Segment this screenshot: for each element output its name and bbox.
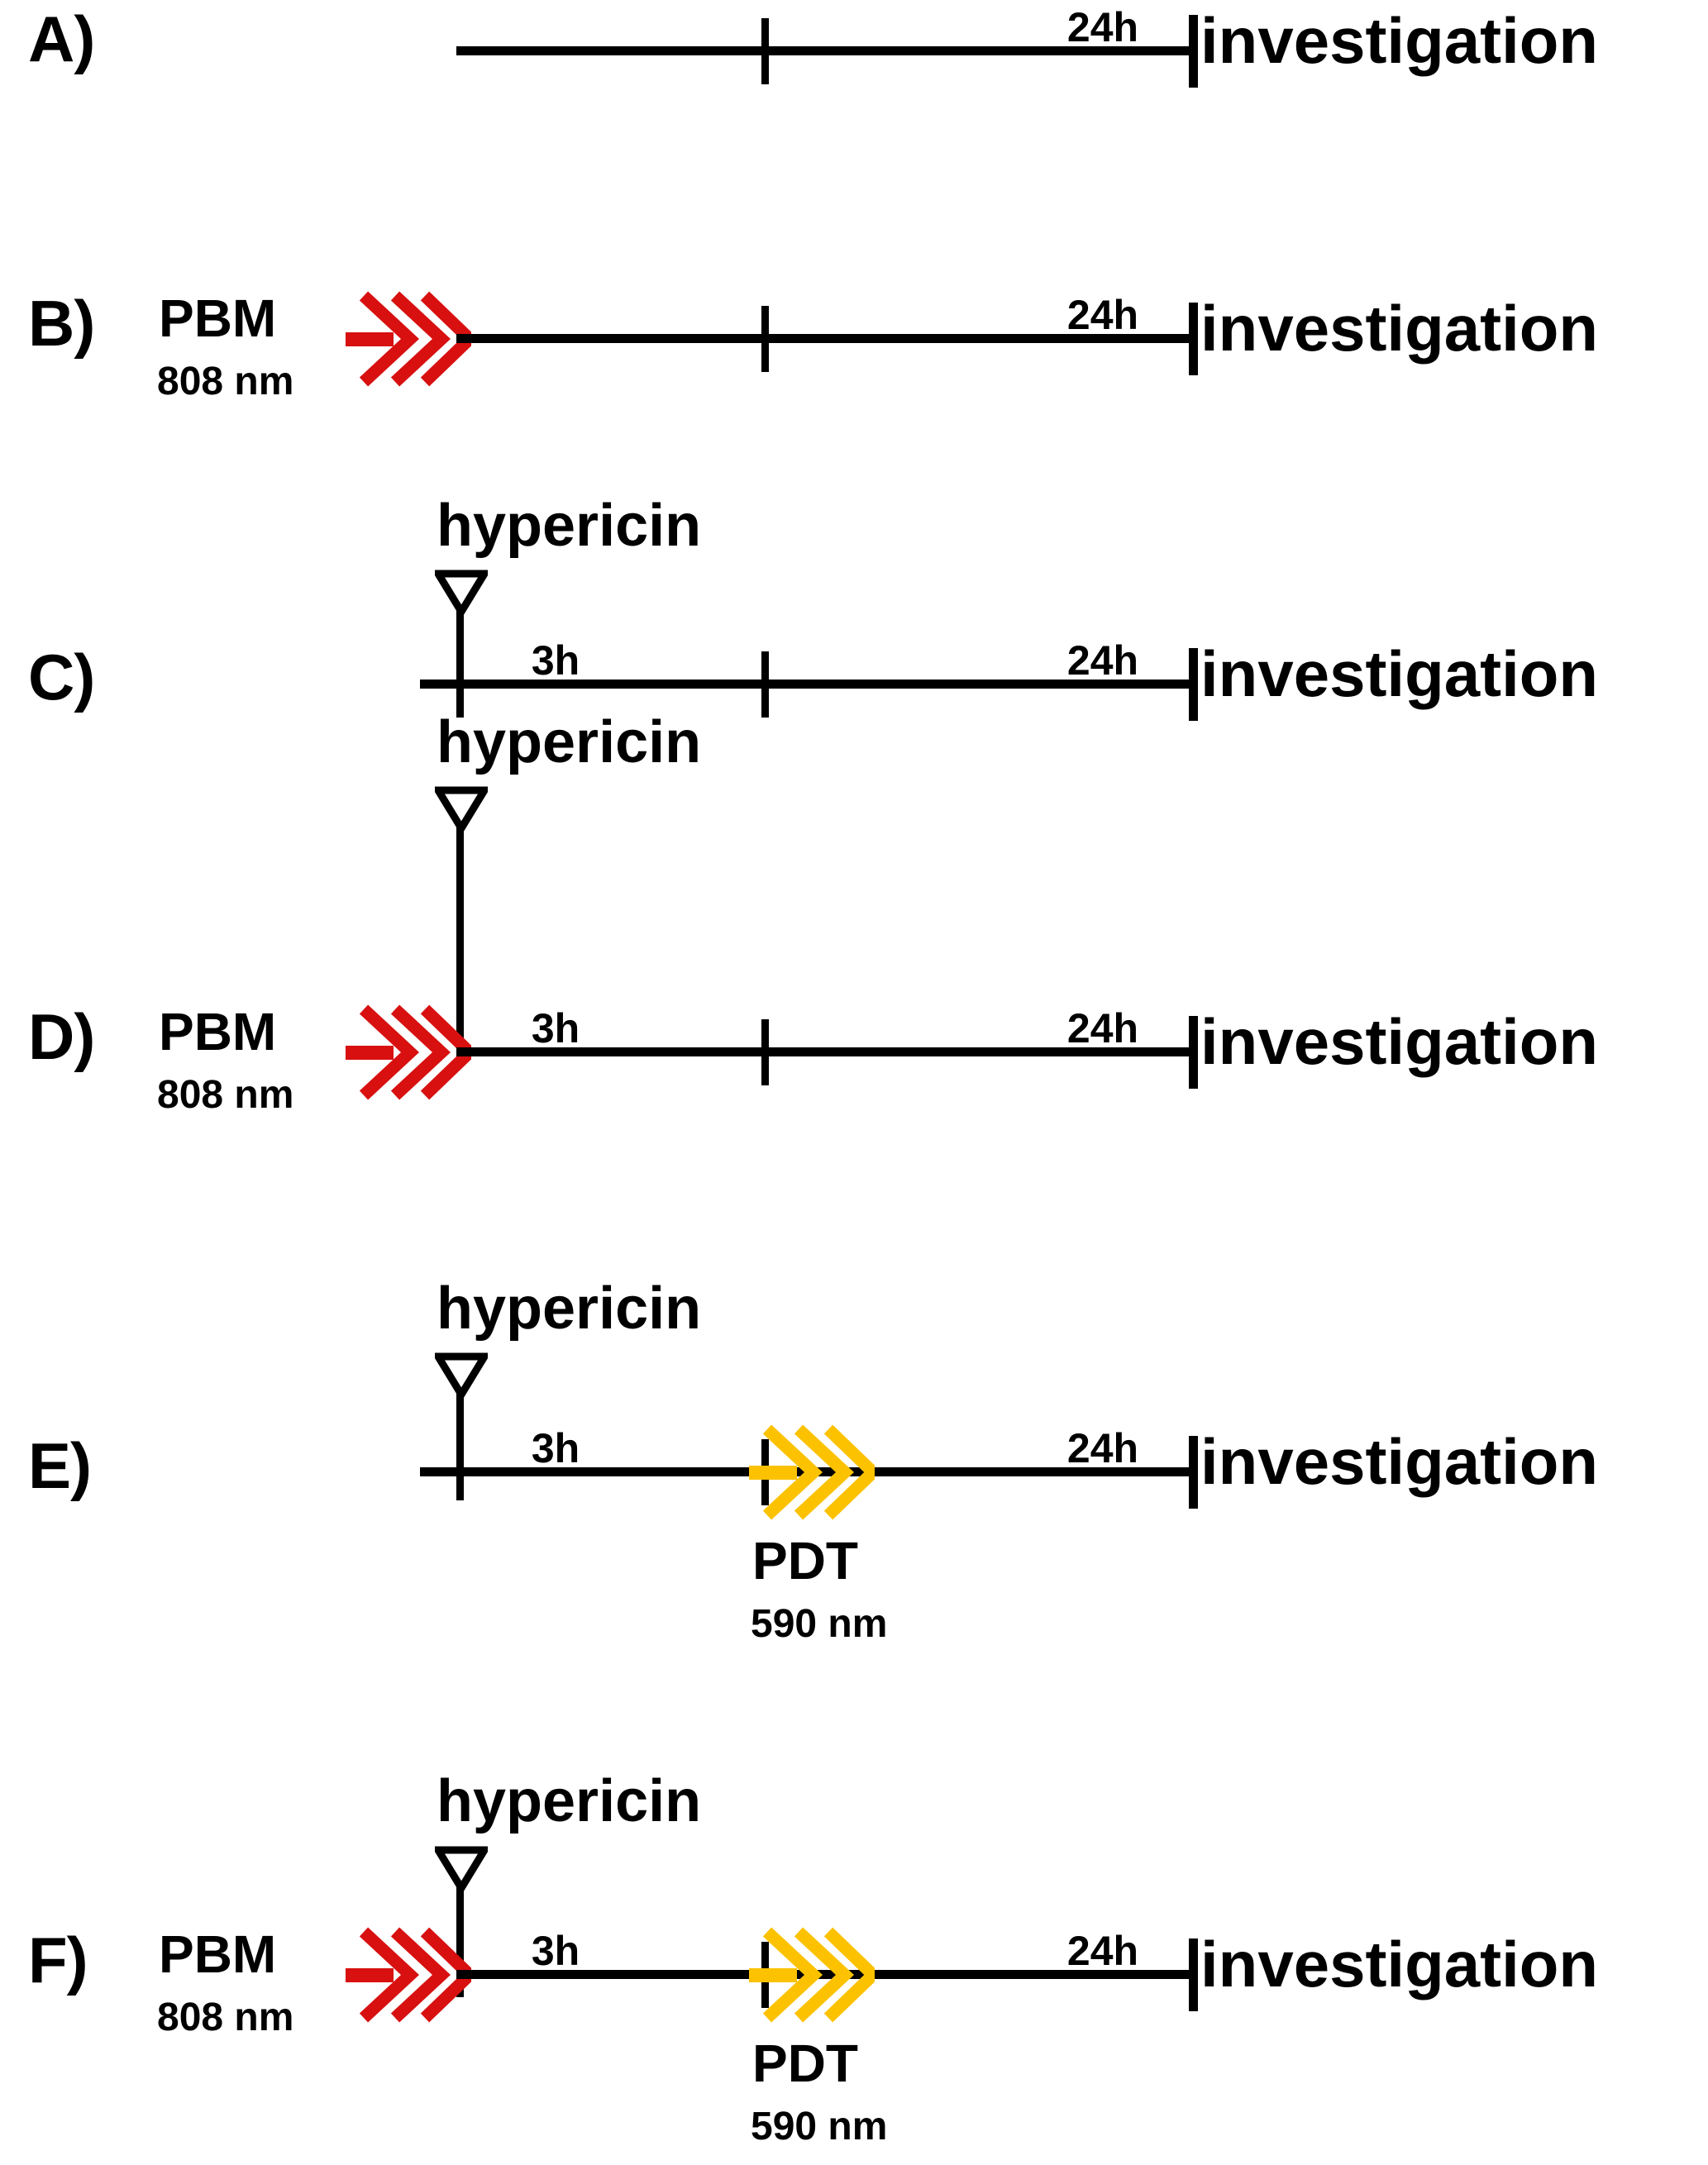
timeline-axis-c [420, 680, 1192, 689]
duration-label-24h-f: 24h [1066, 1928, 1139, 1974]
duration-label-3h-d: 3h [531, 1005, 580, 1052]
pbm-wavelength-f: 808 nm [157, 1996, 294, 2039]
pbm-title-d: PBM [159, 1002, 277, 1061]
timeline-axis-b [456, 334, 1192, 343]
timeline-axis-d [456, 1047, 1192, 1056]
pbm-title-f: PBM [159, 1924, 277, 1984]
panel-letter-c: C) [28, 641, 95, 713]
timeline-tick-mid-b [761, 306, 769, 372]
hypericin-stem-d [456, 822, 464, 1038]
investigation-label-f: investigation [1200, 1928, 1599, 2000]
pbm-laser-arrow-f [346, 1927, 471, 2023]
panel-letter-b: B) [28, 287, 95, 360]
investigation-label-c: investigation [1200, 637, 1599, 710]
duration-label-24h-e: 24h [1066, 1425, 1139, 1471]
duration-label-3h-f: 3h [531, 1928, 580, 1974]
timeline-axis-a [456, 46, 1192, 55]
hypericin-triangle-icon-f [431, 1845, 492, 1897]
pbm-laser-arrow-d [346, 1004, 471, 1100]
timeline-tick-end-a [1189, 15, 1198, 88]
timeline-tick-end-b [1189, 303, 1198, 375]
timeline-tick-mid-a [761, 18, 769, 84]
duration-label-24h-c: 24h [1066, 637, 1139, 684]
investigation-label-d: investigation [1200, 1005, 1599, 1078]
hypericin-triangle-icon-c [431, 569, 492, 621]
pdt-laser-arrow-e [749, 1424, 875, 1520]
timeline-tick-end-c [1189, 648, 1198, 721]
pdt-title-f: PDT [752, 2034, 858, 2093]
timeline-tick-end-d [1189, 1016, 1198, 1089]
timeline-axis-f [456, 1970, 1192, 1979]
investigation-label-a: investigation [1200, 4, 1599, 77]
pdt-title-e: PDT [752, 1531, 858, 1590]
investigation-label-b: investigation [1200, 292, 1599, 365]
timeline-tick-mid-c [761, 651, 769, 718]
pbm-title-b: PBM [159, 289, 277, 348]
panel-letter-a: A) [28, 2, 95, 75]
timeline-tick-mid-d [761, 1019, 769, 1085]
hypericin-stem-c [456, 605, 464, 718]
pbm-laser-arrow-b [346, 291, 471, 387]
panel-a: A) 24h investigation [0, 0, 1708, 141]
hypericin-label-e: hypericin [437, 1276, 702, 1342]
hypericin-triangle-icon-e [431, 1352, 492, 1404]
hypericin-label-c: hypericin [437, 493, 702, 559]
investigation-label-e: investigation [1200, 1425, 1599, 1498]
panel-b: B) PBM 808 nm 24h investigation [0, 141, 1708, 402]
panel-letter-d: D) [28, 1000, 95, 1073]
pdt-wavelength-e: 590 nm [751, 1602, 888, 1646]
hypericin-label-d: hypericin [437, 709, 702, 775]
timeline-tick-end-f [1189, 1938, 1198, 2011]
duration-label-24h-b: 24h [1066, 292, 1139, 338]
duration-label-24h-d: 24h [1066, 1005, 1139, 1052]
hypericin-triangle-icon-d [431, 785, 492, 837]
duration-label-24h-a: 24h [1066, 4, 1139, 50]
pbm-wavelength-b: 808 nm [157, 360, 294, 403]
pdt-wavelength-f: 590 nm [751, 2105, 888, 2148]
panel-letter-e: E) [28, 1429, 92, 1502]
pdt-laser-arrow-f [749, 1927, 875, 2023]
hypericin-stem-f [456, 1881, 464, 1997]
pbm-wavelength-d: 808 nm [157, 1073, 294, 1117]
timeline-tick-end-e [1189, 1436, 1198, 1509]
duration-label-3h-e: 3h [531, 1425, 580, 1471]
hypericin-stem-e [456, 1388, 464, 1500]
panel-letter-f: F) [28, 1924, 88, 1996]
hypericin-label-f: hypericin [437, 1768, 702, 1834]
duration-label-3h-c: 3h [531, 637, 580, 684]
